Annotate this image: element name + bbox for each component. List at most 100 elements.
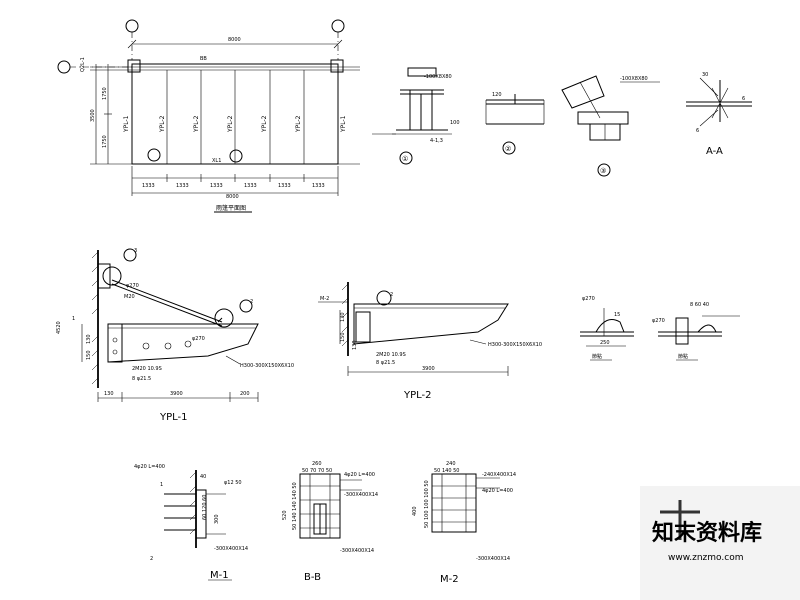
m2-side-sub: 50 100 100 100 50 — [424, 480, 430, 528]
aa-dim2: 6 — [696, 128, 699, 134]
plan-dim-lower: 1750 — [102, 135, 108, 148]
beam-label-1: YPL-1 — [123, 115, 130, 133]
node-d250: 250 — [600, 340, 610, 346]
ypl2-elevation: M-2 2 H300-300X150X6X10 2M20 10.9S 8 φ21… — [318, 282, 542, 401]
m2-detail: 240 50 140 50 400 50 100 100 100 50 -240… — [412, 461, 516, 585]
ypl1-d-bot: 130 — [104, 391, 114, 397]
ypl2-label: YPL-2 — [403, 390, 432, 401]
m1-d300: 300 — [214, 514, 220, 524]
axis-bubble-side — [57, 60, 71, 74]
plan-column-right — [330, 59, 344, 73]
d2-size: 120 — [492, 92, 502, 98]
node-b-dims: 8 60 40 — [690, 302, 709, 308]
aa-title: A-A — [706, 146, 723, 157]
m1-n-b: 2 — [150, 556, 153, 562]
m2-note1: -240X400X14 — [482, 472, 516, 478]
ypl1-bolts: 2M20 10.9S — [132, 366, 162, 372]
d3-size: -100X8X80 — [620, 76, 648, 82]
beam-label-3: YPL-2 — [193, 115, 200, 133]
plan-total-depth: 3500 — [90, 109, 96, 122]
plan-column-left — [127, 59, 141, 73]
seg-4: 1333 — [244, 183, 257, 189]
plan-beam-tag: XL1 — [212, 158, 221, 164]
d1-size: -100X8X80 — [424, 74, 452, 80]
d1-side: 100 — [450, 120, 460, 126]
d1-flange: 4-1,3 — [430, 138, 443, 144]
axis-bubble-left — [125, 19, 139, 33]
ypl2-span: 3900 — [422, 366, 435, 372]
plan-left-note: Q2L-1 — [80, 57, 86, 72]
seg-3: 1333 — [210, 183, 223, 189]
ypl1-elevation: 3 φ270 M20 2 φ270 H300-300X150X6X10 2M20… — [56, 248, 294, 423]
ypl1-rod: φ270 — [126, 283, 139, 289]
seg-5: 1333 — [278, 183, 291, 189]
m1-detail: 40 4φ20 L=400 φ12 50 -300X400X14 300 60 … — [134, 464, 248, 581]
bb-note2: -300X400X14 — [344, 492, 378, 498]
aa-dim1: 30 — [702, 72, 708, 78]
seg-1: 1333 — [142, 183, 155, 189]
node-phi: φ270 — [582, 296, 595, 302]
seg-2: 1333 — [176, 183, 189, 189]
m2-sub: 50 140 50 — [434, 468, 459, 474]
ypl1-d-left: 130 — [86, 334, 92, 344]
seg-6: 1333 — [312, 183, 325, 189]
section-aa: 30 6 6 A-A — [686, 72, 752, 157]
node-d1: 15 — [614, 312, 620, 318]
detail-1: -100X8X80 100 4-1,3 ① — [372, 67, 460, 165]
m1-note1: 4φ20 L=400 — [134, 464, 165, 470]
aa-dim3: 6 — [742, 96, 745, 102]
node-title-b: 節點 — [678, 353, 688, 360]
ypl1-span: 3900 — [170, 391, 183, 397]
ypl1-end: 200 — [240, 391, 250, 397]
ypl1-rod2: M20 — [124, 294, 135, 300]
node-detail-b: 8 60 40 φ270 節點 — [652, 302, 740, 361]
m1-label: M-1 — [210, 570, 229, 581]
beam-label-5: YPL-2 — [261, 115, 268, 133]
ypl1-d-mid: 150 — [86, 350, 92, 360]
ypl2-d-a: 130 — [340, 312, 346, 322]
bb-label: B-B — [304, 572, 321, 583]
ypl2-d-c: 130 — [352, 340, 358, 350]
ypl2-beam: H300-300X150X6X10 — [488, 342, 542, 348]
ypl1-ring-right: 2 — [250, 299, 253, 305]
m1-n-a: 1 — [160, 482, 163, 488]
plan-overall-width: 8000 — [228, 37, 241, 43]
watermark-url: www.znzmo.com — [668, 553, 743, 563]
detail-2: 120 ② — [485, 92, 545, 155]
beam-label-4: YPL-2 — [227, 115, 234, 133]
beam-label-7: YPL-1 — [340, 115, 347, 133]
m1-top: 40 — [200, 474, 206, 480]
detail-mark-3: ③ — [600, 167, 606, 175]
m2-bottom: -300X400X14 — [476, 556, 510, 562]
node-title-a: 節點 — [592, 353, 602, 360]
ypl2-d-b: 150 — [340, 332, 346, 342]
ypl1-label: YPL-1 — [159, 412, 188, 423]
axis-bubble-right — [331, 19, 345, 33]
ypl1-n1: 1 — [72, 316, 75, 322]
m1-note2: -300X400X14 — [214, 546, 248, 552]
bb-sub: 50 70 70 50 — [302, 468, 332, 474]
ypl1-beam: H300-300X150X6X10 — [240, 363, 294, 369]
watermark: 知末资料库 www.znzmo.com — [640, 486, 800, 600]
bb-top: 260 — [312, 461, 322, 467]
m2-note2: 4φ20 L=400 — [482, 488, 513, 494]
m2-side: 400 — [412, 506, 418, 516]
detail-mark-1: ① — [402, 155, 408, 163]
bb-bottom: -300X400X14 — [340, 548, 374, 554]
ypl2-bolts: 2M20 10.9S — [376, 352, 406, 358]
bb-side-sub: 50 140 140 140 50 — [292, 482, 298, 530]
ypl1-ring-top: 3 — [134, 248, 137, 254]
m1-dims: 60 120 60 — [202, 495, 208, 520]
beam-label-6: YPL-2 — [295, 115, 302, 133]
plan-top-note: BB — [200, 56, 207, 62]
plan-dim-upper: 1750 — [102, 87, 108, 100]
ypl1-n2: 4520 — [56, 321, 62, 334]
m1-note3: φ12 50 — [224, 480, 242, 486]
bb-detail: 260 50 70 70 50 520 50 140 140 140 50 4φ… — [282, 461, 378, 583]
node-detail-a: φ270 250 15 節點 — [580, 296, 634, 361]
ypl1-strut: φ270 — [192, 336, 205, 342]
beam-label-2: YPL-2 — [159, 115, 166, 133]
ypl2-ring: 2 — [390, 292, 393, 298]
watermark-cn: 知末资料库 — [652, 520, 762, 546]
